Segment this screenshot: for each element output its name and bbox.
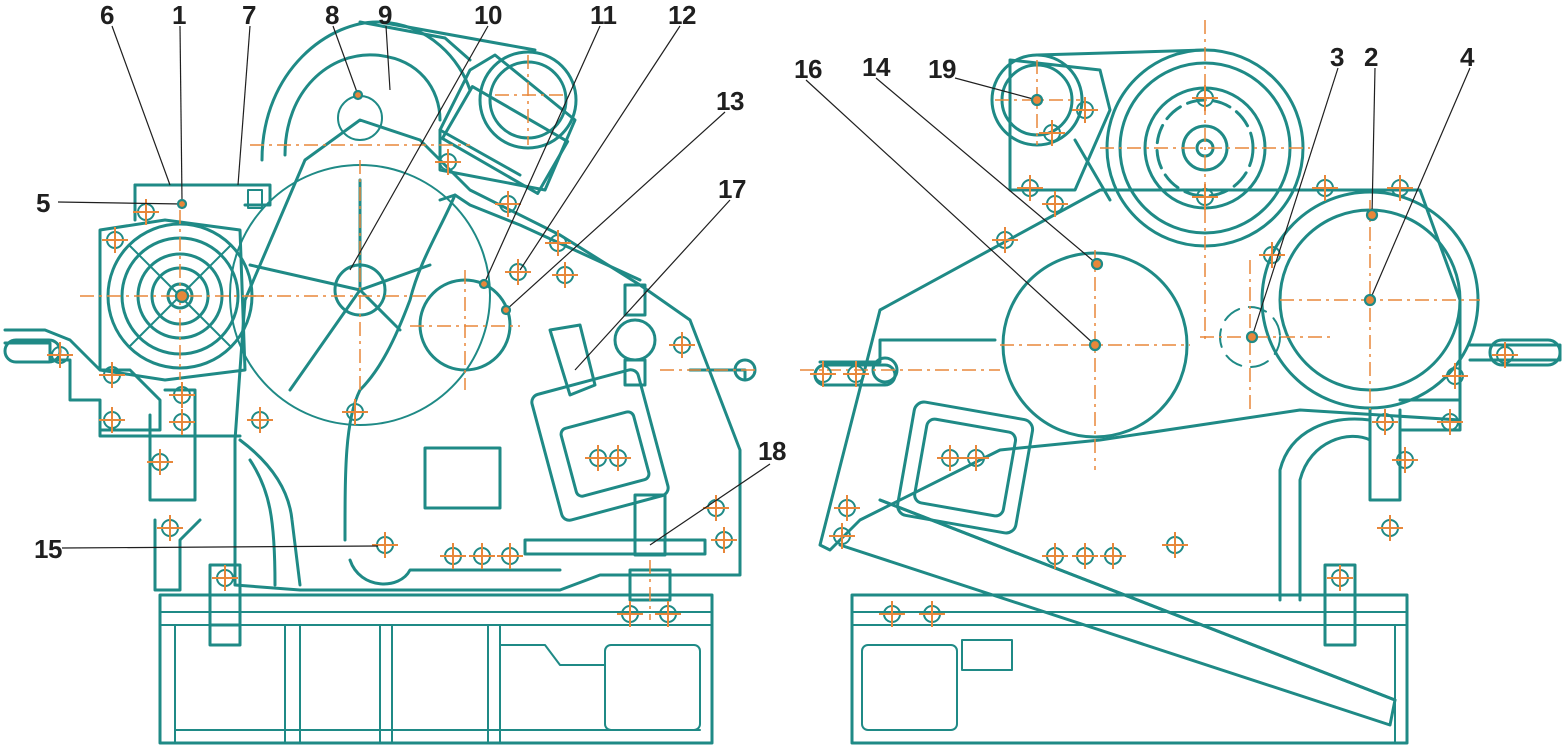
callout-left-10: 18 [758, 436, 786, 466]
callout-right-1: 14 [862, 52, 891, 82]
left-adjust-block [530, 368, 670, 522]
left-view [3, 20, 760, 745]
callout-left-4: 9 [378, 0, 392, 30]
callouts: 6 1 7 8 9 10 11 12 13 17 18 5 15 16 14 1… [34, 0, 1476, 564]
callout-left-11: 5 [36, 188, 50, 218]
callout-left-1: 1 [172, 0, 186, 30]
left-arm [3, 328, 162, 432]
left-flywheel-top [260, 20, 472, 162]
callout-left-0: 6 [100, 0, 114, 30]
left-spoked-wheel [248, 178, 432, 392]
callout-left-7: 12 [668, 0, 696, 30]
leader-lines [57, 25, 1471, 549]
left-housing [233, 118, 742, 592]
callout-left-6: 11 [590, 0, 617, 30]
callout-right-0: 16 [794, 54, 822, 84]
left-base-frame [158, 593, 714, 745]
callout-left-12: 15 [34, 534, 62, 564]
callout-left-3: 8 [325, 0, 339, 30]
fasteners-layer [47, 85, 1518, 627]
callout-right-5: 4 [1460, 42, 1475, 72]
leader-markers [174, 89, 1379, 352]
callout-left-5: 10 [474, 0, 502, 30]
callout-right-3: 3 [1330, 42, 1344, 72]
callout-left-8: 13 [716, 86, 744, 116]
right-view [800, 20, 1562, 745]
callout-left-2: 7 [242, 0, 256, 30]
callout-left-9: 17 [718, 174, 746, 204]
right-base-frame [850, 593, 1409, 745]
callout-right-2: 19 [928, 54, 956, 84]
callout-right-4: 2 [1364, 42, 1378, 72]
left-small-motor [438, 50, 578, 195]
